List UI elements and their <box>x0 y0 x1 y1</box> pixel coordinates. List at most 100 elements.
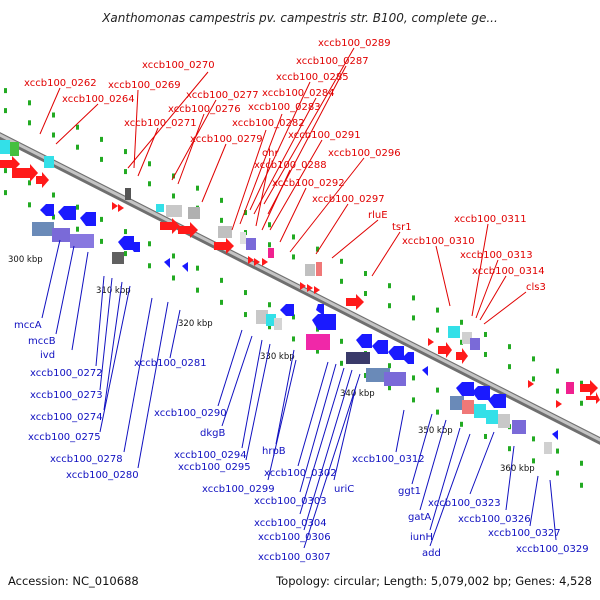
tick-dot <box>196 185 199 191</box>
gene-label: xccb100_0288 <box>254 160 327 171</box>
tick-dot <box>556 448 559 454</box>
gene-label: xccb100_0270 <box>142 60 215 71</box>
feature-purple <box>246 238 256 250</box>
tick-dot <box>484 331 487 337</box>
gene-label: mccA <box>14 320 42 331</box>
map-title: Xanthomonas campestris pv. campestris st… <box>101 11 498 25</box>
tick-dot <box>580 482 583 488</box>
gene-label: xccb100_0312 <box>352 454 425 465</box>
gene-label: xccb100_0307 <box>258 552 331 563</box>
scale-label: 300 kbp <box>8 255 43 265</box>
feature-gray <box>256 310 268 324</box>
feature-arrow-red <box>307 284 313 292</box>
feature-arrow-red <box>262 258 268 266</box>
feature-arrow-red <box>346 294 364 310</box>
feature-gray <box>218 226 232 238</box>
tick-dot <box>436 409 439 415</box>
tick-dot <box>268 324 271 330</box>
tick-dot <box>556 388 559 394</box>
tick-dot <box>460 339 463 345</box>
feature-arrow-red <box>438 342 452 358</box>
tick-dot <box>292 336 295 342</box>
feature-arrow-red <box>118 204 124 212</box>
tick-dot <box>244 290 247 296</box>
gene-label: xccb100_0304 <box>254 518 327 529</box>
tick-dot <box>148 263 151 269</box>
tick-dot <box>172 193 175 199</box>
tick-dot <box>172 253 175 259</box>
scale-label: 330 kbp <box>260 352 295 362</box>
gene-label: xccb100_0302 <box>264 468 337 479</box>
tick-dot <box>4 168 7 174</box>
tick-dot <box>28 120 31 126</box>
tick-dot <box>148 241 151 247</box>
feature-cyan <box>156 204 164 212</box>
tick-dot <box>220 277 223 283</box>
gene-label: xccb100_0303 <box>254 496 327 507</box>
gene-label: xccb100_0290 <box>154 408 227 419</box>
feature-arrow-red <box>456 348 468 364</box>
feature-purple <box>52 228 70 242</box>
tick-dot <box>196 265 199 271</box>
gene-label: xccb100_0284 <box>262 88 335 99</box>
gene-label: xccb100_0262 <box>24 78 97 89</box>
gene-label: xccb100_0323 <box>428 498 501 509</box>
tick-dot <box>508 446 511 452</box>
feature-purple <box>512 420 526 434</box>
tick-dot <box>52 192 55 198</box>
gene-label: xccb100_0329 <box>516 544 589 555</box>
feature-steel <box>450 396 464 410</box>
feature-arrow-blue <box>182 262 188 272</box>
feature-dark <box>125 188 131 200</box>
tick-dot <box>172 173 175 179</box>
tick-dot <box>460 319 463 325</box>
scale-label: 360 kbp <box>500 464 535 474</box>
tick-dot <box>364 291 367 297</box>
tick-dot <box>340 258 343 264</box>
tick-dot <box>28 180 31 186</box>
tick-dot <box>220 217 223 223</box>
tick-dot <box>268 222 271 228</box>
tick-dot <box>124 169 127 175</box>
tick-dot <box>388 363 391 369</box>
gene-label: xccb100_0313 <box>460 250 533 261</box>
tick-dot <box>364 271 367 277</box>
gene-label: ivd <box>40 350 55 361</box>
tick-dot <box>532 356 535 362</box>
feature-dark <box>346 352 370 364</box>
feature-arrow-red <box>248 256 254 264</box>
tick-dot <box>532 376 535 382</box>
gene-label: xccb100_0326 <box>458 514 531 525</box>
tick-dot <box>28 202 31 208</box>
tick-dot <box>292 314 295 320</box>
tick-dot <box>412 315 415 321</box>
feature-arrow-red <box>428 338 434 346</box>
feature-arrow-red <box>112 202 118 210</box>
feature-arrow-blue <box>312 314 336 330</box>
gene-label: xccb100_0292 <box>272 178 345 189</box>
scale-label: 350 kbp <box>418 426 453 436</box>
tick-dot <box>124 149 127 155</box>
feature-purple <box>70 234 94 248</box>
feature-arrow-blue <box>280 304 294 316</box>
tick-dot <box>556 470 559 476</box>
feature-arrow-red <box>214 238 234 254</box>
gene-label: xccb100_0294 <box>174 450 247 461</box>
gene-label: xccb100_0327 <box>488 528 561 539</box>
gene-label: xccb100_0272 <box>30 368 103 379</box>
feature-arrow-blue <box>164 258 170 268</box>
tick-dot <box>76 204 79 210</box>
tick-dot <box>268 302 271 308</box>
feature-arrow-blue <box>422 366 428 376</box>
top-leader-lines <box>39 47 527 325</box>
tick-dot <box>388 385 391 391</box>
feature-steel <box>32 222 54 236</box>
tick-dot <box>124 251 127 257</box>
feature-cyan <box>266 314 276 326</box>
tick-dot <box>52 214 55 220</box>
tick-dot <box>388 303 391 309</box>
feature-cyan <box>486 410 498 424</box>
summary-text: Topology: circular; Length: 5,079,002 bp… <box>275 574 592 588</box>
tick-dot <box>124 229 127 235</box>
